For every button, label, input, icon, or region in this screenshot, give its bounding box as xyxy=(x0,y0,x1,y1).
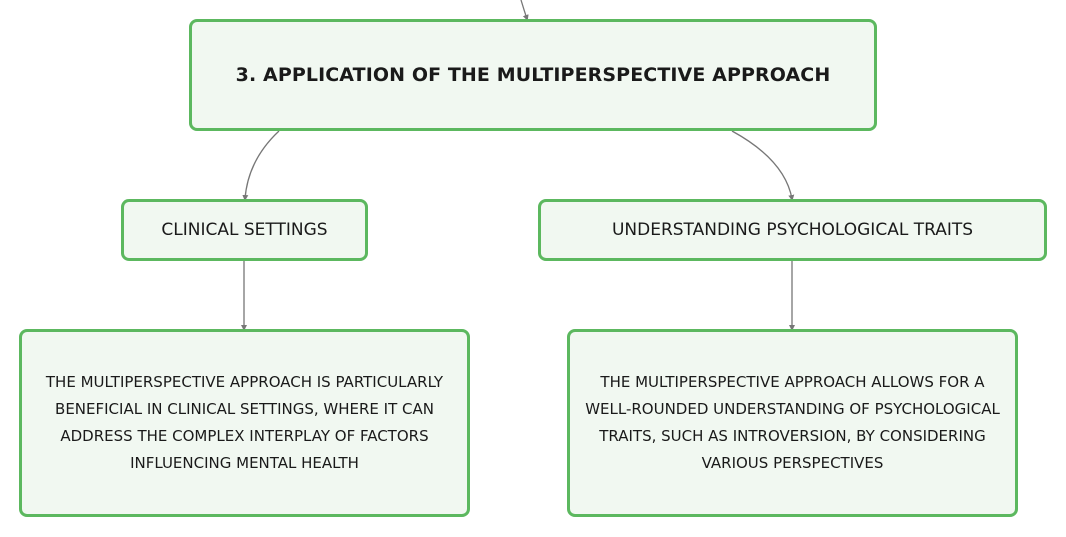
psychological-traits-node[interactable]: UNDERSTANDING PSYCHOLOGICAL TRAITS xyxy=(538,199,1047,261)
connector-incoming-root xyxy=(520,0,529,21)
clinical-settings-node[interactable]: CLINICAL SETTINGS xyxy=(121,199,368,261)
psychological-traits-detail-node[interactable]: THE MULTIPERSPECTIVE APPROACH ALLOWS FOR… xyxy=(567,329,1018,517)
psychological-traits-label: UNDERSTANDING PSYCHOLOGICAL TRAITS xyxy=(611,220,974,240)
connector-root-to-clinical xyxy=(242,130,280,201)
connector-root-to-traits xyxy=(731,130,795,201)
root-node-label: 3. APPLICATION OF THE MULTIPERSPECTIVE A… xyxy=(235,64,831,86)
clinical-settings-label: CLINICAL SETTINGS xyxy=(161,220,328,240)
psychological-traits-detail-text: THE MULTIPERSPECTIVE APPROACH ALLOWS FOR… xyxy=(585,373,1000,472)
clinical-settings-detail-text: THE MULTIPERSPECTIVE APPROACH IS PARTICU… xyxy=(45,373,444,472)
root-node[interactable]: 3. APPLICATION OF THE MULTIPERSPECTIVE A… xyxy=(189,19,877,131)
clinical-settings-detail-node[interactable]: THE MULTIPERSPECTIVE APPROACH IS PARTICU… xyxy=(19,329,470,517)
